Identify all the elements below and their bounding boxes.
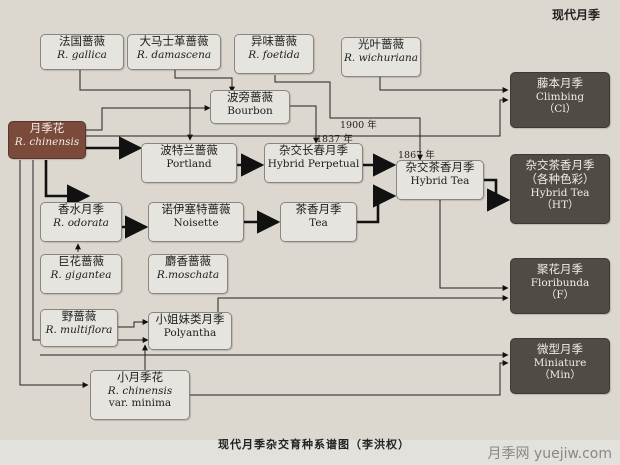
- year-1867: 1867 年: [398, 150, 435, 161]
- node-hybrid-tea-result: 杂交茶香月季 （各种色彩） Hybrid Tea （HT）: [510, 154, 610, 224]
- node-climbing: 藤本月季 Climbing （Cl）: [510, 72, 610, 128]
- line-chinensis-minima: [19, 160, 89, 388]
- line-minima-miniature: [190, 360, 509, 396]
- line-foetida-ht: [274, 75, 423, 161]
- diagram-caption: 现代月季杂交育种系谱图（李洪权）: [218, 438, 410, 451]
- year-1900: 1900 年: [340, 120, 377, 131]
- node-minima: 小月季花 R. chinensis var. minima: [90, 370, 190, 420]
- node-floribunda: 聚花月季 Floribunda （F）: [510, 258, 610, 314]
- line-bourbon-hp: [290, 105, 319, 144]
- line-ht-htr: [484, 178, 511, 212]
- line-polyantha-floribunda: [217, 295, 509, 318]
- line-gallica-portland: [79, 70, 193, 141]
- footer-bar: [0, 440, 620, 465]
- line-ht-floribunda: [439, 200, 509, 291]
- year-1837: 1837 年: [316, 134, 353, 145]
- line-chinensis-climbing: [86, 97, 509, 137]
- line-chinensis-bourbon: [86, 105, 211, 131]
- diagram-title: 现代月季: [552, 8, 601, 22]
- line-wichuriana-climbing: [379, 77, 509, 93]
- line-damascena-bourbon: [174, 70, 235, 93]
- line-tea-ht: [357, 184, 397, 224]
- node-miniature: 微型月季 Miniature （Min）: [510, 338, 610, 394]
- line-chinensis-odorata: [44, 160, 91, 208]
- line-multiflora-polyantha: [118, 319, 149, 328]
- watermark: 月季网 yuejiw.com: [487, 446, 612, 462]
